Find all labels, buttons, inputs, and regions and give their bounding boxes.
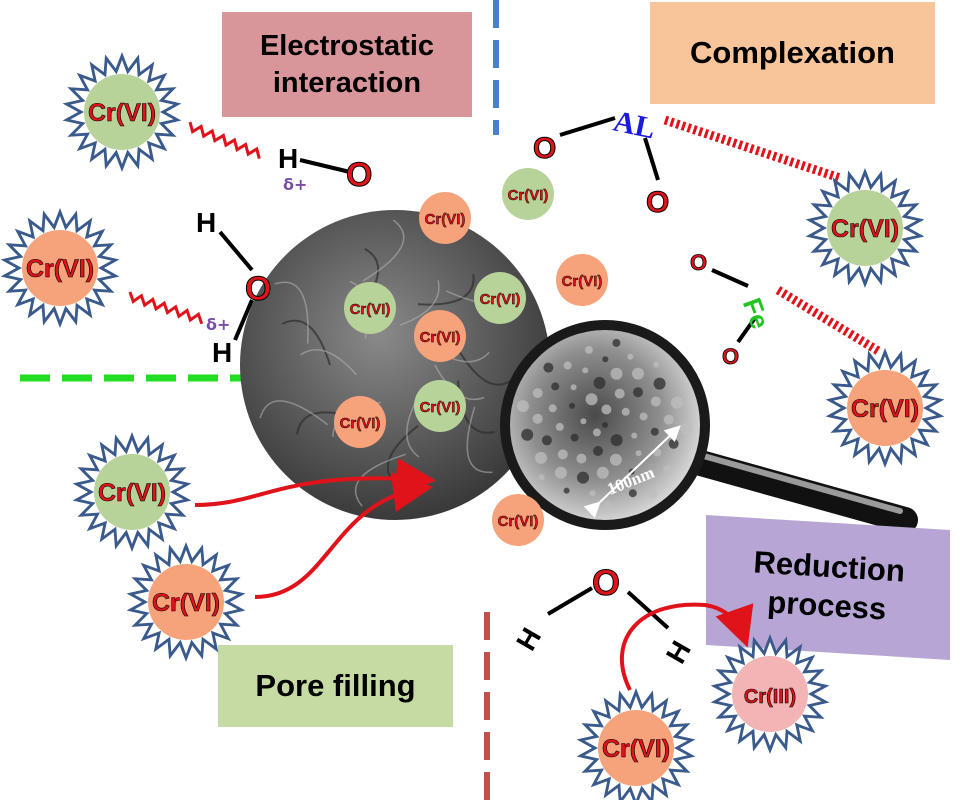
cr6-surface-badge: Cr(VI) xyxy=(474,272,526,324)
cr6-surface-badge: Cr(VI) xyxy=(556,254,608,306)
electrostatic-label: Electrostatic interaction xyxy=(222,12,472,117)
cr6-label: Cr(VI) xyxy=(425,211,466,228)
cr6-label: Cr(VI) xyxy=(831,215,899,243)
hydrogen-atom: H xyxy=(510,623,547,656)
cr6-label: Cr(VI) xyxy=(88,99,156,127)
cr6-ion-star: Cr(VI) xyxy=(0,208,120,328)
electrostatic-label-text: Electrostatic interaction xyxy=(259,30,435,99)
bond xyxy=(546,586,594,616)
cr6-surface-badge: Cr(VI) xyxy=(334,396,386,448)
cr3-label: Cr(III) xyxy=(744,686,796,708)
cr6-label: Cr(VI) xyxy=(508,187,549,204)
cr6-label: Cr(VI) xyxy=(98,479,166,507)
cr6-ion-star: Cr(VI) xyxy=(126,542,246,662)
cr6-ion-star: Cr(VI) xyxy=(825,348,945,468)
hydrogen-atom: H xyxy=(196,207,216,238)
bond xyxy=(626,590,670,630)
iron-atom: Fe xyxy=(737,294,776,333)
cr6-surface-badge: Cr(VI) xyxy=(414,380,466,432)
reduction-arrow xyxy=(619,602,754,691)
pore-filling-label: Pore filling xyxy=(218,645,453,727)
pore-filling-arrow xyxy=(194,457,436,507)
cr6-ion-star: Cr(VI) xyxy=(805,168,925,288)
cr6-label: Cr(VI) xyxy=(152,589,220,617)
cr6-ion-star: Cr(VI) xyxy=(72,432,192,552)
complexation-label-box xyxy=(650,2,935,104)
cr6-ion-star: Cr(VI) xyxy=(62,52,182,172)
reduction-label: Reduction process xyxy=(709,521,948,653)
delta-plus-label: δ+ xyxy=(283,175,307,194)
delta-plus-label: δ+ xyxy=(206,315,230,334)
cr6-label: Cr(VI) xyxy=(498,513,539,530)
bond xyxy=(736,316,757,344)
zigzag-link xyxy=(128,291,204,325)
bond xyxy=(711,268,749,288)
aluminum-atom: AL xyxy=(611,105,659,146)
pore-filling-label-text: Pore filling xyxy=(255,667,416,703)
oxygen-atom: O xyxy=(592,562,620,603)
cr6-surface-badge: Cr(VI) xyxy=(492,494,544,546)
cr6-ion-star: Cr(VI) xyxy=(576,688,696,800)
cr6-surface-badge: Cr(VI) xyxy=(419,192,471,244)
cr6-label: Cr(VI) xyxy=(26,255,94,283)
bond xyxy=(233,299,254,341)
bond xyxy=(643,137,660,181)
zigzag-link xyxy=(188,121,261,160)
oxygen-atom: O xyxy=(722,344,739,369)
bond xyxy=(559,116,616,137)
cr6-label: Cr(VI) xyxy=(602,735,670,763)
oxygen-atom: O xyxy=(346,156,372,194)
complexation-label: Complexation xyxy=(650,2,935,104)
reduction-label-text: Reduction process xyxy=(752,544,906,627)
bond xyxy=(218,230,254,272)
cr6-label: Cr(VI) xyxy=(420,329,461,346)
complexation-label-text: Complexation xyxy=(690,34,895,70)
cr6-label: Cr(VI) xyxy=(350,301,391,318)
hydrogen-atom: H xyxy=(278,143,298,174)
hatched-link xyxy=(775,286,883,356)
hydrogen-atom: H xyxy=(212,337,232,368)
cr6-label: Cr(VI) xyxy=(480,291,521,308)
bond xyxy=(299,158,351,174)
magnifier-sem-inset xyxy=(500,320,918,533)
cr6-surface-badge: Cr(VI) xyxy=(344,282,396,334)
cr6-label: Cr(VI) xyxy=(851,395,919,423)
cr6-surface-badge: Cr(VI) xyxy=(414,310,466,362)
hydrogen-atom: H xyxy=(660,636,697,669)
pore-filling-arrow xyxy=(254,472,433,599)
oxygen-atom: O xyxy=(690,250,707,275)
oxygen-atom: O xyxy=(646,186,669,219)
cr6-surface-badge: Cr(VI) xyxy=(502,168,554,220)
cr6-label: Cr(VI) xyxy=(340,415,381,432)
pore-filling-label-box xyxy=(218,645,453,727)
oxygen-atom: O xyxy=(245,270,271,308)
cr3-ion-star: Cr(III) xyxy=(710,634,830,754)
oxygen-atom: O xyxy=(533,132,556,165)
reduction-label-box xyxy=(706,515,950,660)
ldh-microsphere xyxy=(240,210,550,520)
electrostatic-label-box xyxy=(222,12,472,117)
cr6-label: Cr(VI) xyxy=(562,273,603,290)
hatched-link xyxy=(663,115,842,183)
cr6-label: Cr(VI) xyxy=(420,399,461,416)
